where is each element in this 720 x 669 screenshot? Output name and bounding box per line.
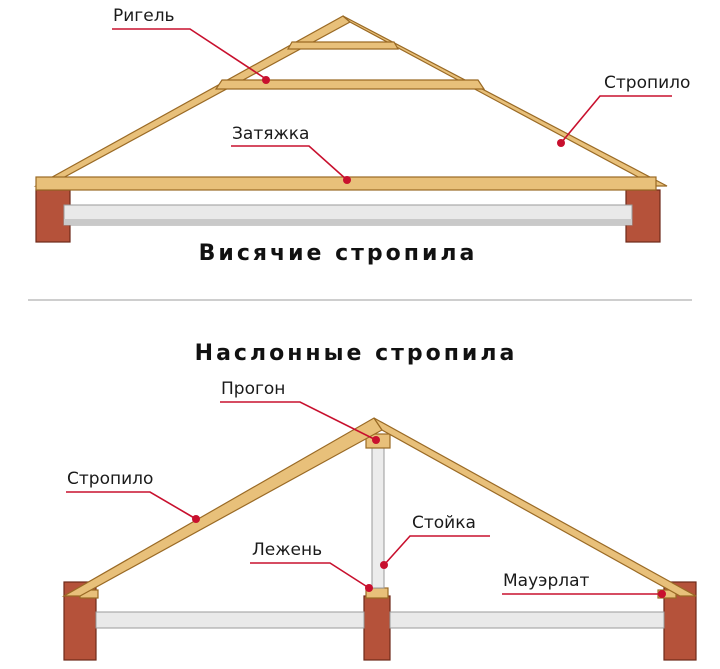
zatyazhka-label: Затяжка [232,124,309,144]
leaning-rafters-diagram: Наслонные стропила Прогон [61,341,697,661]
progon-leader [220,401,377,441]
stropilo-leader-top [560,95,672,144]
floor-slab-shade [64,219,632,225]
hanging-rafters-title: Висячие стропила [199,241,478,266]
zatyazhka-leader [231,145,348,181]
hanging-rafters-diagram: Ригель Стропило Затяжка Висячие стропила [33,6,690,266]
stoyka-dot [380,561,388,569]
lezhen-leader [250,562,370,589]
stropilo-dot-bottom [192,515,200,523]
left-rafter-bottom [61,417,383,597]
progon-dot [372,436,380,444]
stropilo-leader-bottom [66,491,197,520]
center-wall-brick [363,595,391,661]
stropilo-label-top: Стропило [604,73,690,93]
rigel-beam [214,79,486,90]
right-rafter-bottom [373,417,697,597]
lezhen-dot [365,584,373,592]
stropilo-dot-top [557,139,565,147]
floor-slab-left [95,611,365,629]
mauerlat-dot [658,590,666,598]
lezhen-label: Лежень [252,540,322,560]
stropilo-label-bottom: Стропило [67,469,153,489]
rigel-dot [262,76,270,84]
stoyka-leader [383,535,490,566]
leaning-rafters-title: Наслонные стропила [195,341,518,366]
progon-label: Прогон [221,379,285,399]
mauerlat-label: Мауэрлат [503,571,590,591]
zatyazhka-dot [343,176,351,184]
upper-collar-beam [286,41,400,50]
rigel-label: Ригель [113,6,175,26]
floor-slab-right [389,611,665,629]
stoyka-label: Стойка [412,513,476,533]
rigel-leader [112,28,267,80]
